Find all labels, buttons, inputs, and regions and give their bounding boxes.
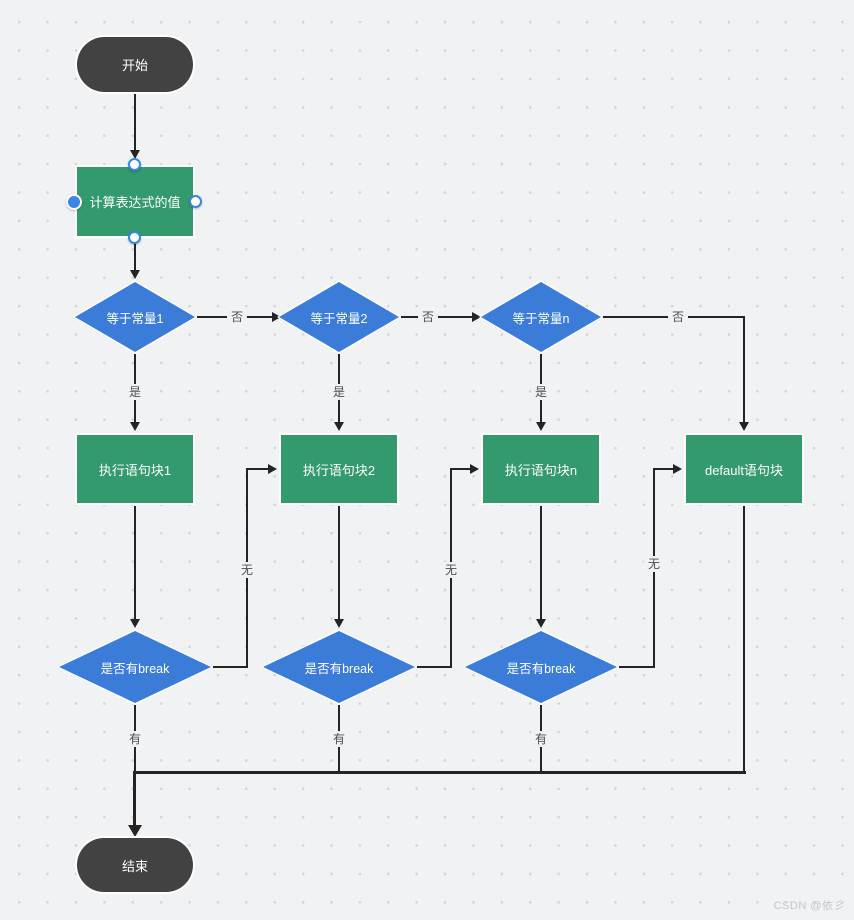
edge-case2-casen-arrowhead-icon	[472, 312, 481, 322]
diamond-fill: 等于常量2	[279, 282, 399, 352]
node-casen[interactable]: 等于常量n	[479, 280, 603, 354]
edge-end-arrowhead-icon	[128, 825, 142, 837]
edge-label-no-2[interactable]: 否	[417, 309, 439, 325]
edge-label-have-3[interactable]: 有	[530, 731, 552, 747]
node-expr[interactable]: 计算表达式的值	[75, 165, 195, 238]
selection-handle-bottom[interactable]	[128, 231, 141, 244]
node-break3-label: 是否有break	[506, 661, 576, 676]
edge-collector-line	[134, 771, 746, 774]
node-case2[interactable]: 等于常量2	[277, 280, 401, 354]
node-end[interactable]: 结束	[77, 838, 193, 892]
edge-blockn-break3-line	[540, 506, 542, 620]
selection-handle-left[interactable]	[66, 194, 82, 210]
edge-label-yes-3[interactable]: 是	[530, 384, 552, 400]
edge-default-end-line	[743, 506, 745, 773]
diamond-fill: 等于常量1	[75, 282, 195, 352]
edge-block2-break2-line	[338, 506, 340, 620]
edge-break2-blockn-line-h1	[417, 666, 451, 668]
node-block1[interactable]: 执行语句块1	[75, 433, 195, 505]
edge-collector-end-line	[133, 771, 136, 826]
edge-break1-block2-line-h1	[213, 666, 247, 668]
node-break1-label: 是否有break	[100, 661, 170, 676]
edge-block1-break1-line	[134, 506, 136, 620]
edge-label-none-1[interactable]: 无	[236, 562, 258, 578]
edge-label-yes-1[interactable]: 是	[124, 384, 146, 400]
node-block2[interactable]: 执行语句块2	[279, 433, 399, 505]
node-end-label: 结束	[121, 858, 148, 874]
edge-break3-default-arrowhead-icon	[673, 464, 682, 474]
diamond-fill: 是否有break	[465, 631, 617, 703]
node-case1[interactable]: 等于常量1	[73, 280, 197, 354]
edge-label-no-3[interactable]: 否	[667, 309, 689, 325]
edge-start-expr-arrowhead-icon	[130, 150, 140, 159]
selection-handle-right[interactable]	[189, 195, 202, 208]
edge-label-no-1[interactable]: 否	[226, 309, 248, 325]
node-start[interactable]: 开始	[77, 37, 193, 92]
node-break1[interactable]: 是否有break	[57, 629, 213, 705]
edge-break1-block2-arrowhead-icon	[268, 464, 277, 474]
watermark: CSDN @依彡	[773, 900, 845, 912]
edge-expr-case1-line	[134, 240, 136, 271]
node-casen-label: 等于常量n	[512, 311, 570, 326]
diamond-fill: 等于常量n	[481, 282, 601, 352]
edge-break3-default-line-h2	[655, 468, 673, 470]
node-block2-label: 执行语句块2	[302, 462, 376, 478]
edge-label-none-3[interactable]: 无	[643, 556, 665, 572]
node-blockn-label: 执行语句块n	[504, 462, 578, 478]
edge-case2-block2-arrowhead-icon	[334, 422, 344, 431]
edge-block1-break1-arrowhead-icon	[130, 619, 140, 628]
edge-label-have-1[interactable]: 有	[124, 731, 146, 747]
node-start-label: 开始	[121, 58, 148, 73]
edge-expr-case1-arrowhead-icon	[130, 270, 140, 279]
node-break2-label: 是否有break	[304, 661, 374, 676]
node-case1-label: 等于常量1	[106, 311, 164, 326]
edge-label-have-2[interactable]: 有	[328, 731, 350, 747]
diamond-fill: 是否有break	[59, 631, 211, 703]
edge-break3-default-line-h1	[619, 666, 654, 668]
node-block1-label: 执行语句块1	[98, 462, 172, 478]
edge-break1-block2-line-h2	[248, 468, 268, 470]
edge-start-expr-line	[134, 92, 136, 151]
node-case2-label: 等于常量2	[310, 311, 368, 326]
edge-case1-case2-arrowhead-icon	[272, 312, 281, 322]
edge-block2-break2-arrowhead-icon	[334, 619, 344, 628]
node-default-block-label: default语句块	[704, 462, 784, 478]
node-expr-label: 计算表达式的值	[89, 195, 181, 210]
edge-casen-default-arrowhead-icon	[739, 422, 749, 431]
edge-case1-block1-arrowhead-icon	[130, 422, 140, 431]
edge-break2-blockn-arrowhead-icon	[470, 464, 479, 474]
node-blockn[interactable]: 执行语句块n	[481, 433, 601, 505]
node-break2[interactable]: 是否有break	[261, 629, 417, 705]
edge-casen-default-line-v	[743, 317, 745, 423]
diamond-fill: 是否有break	[263, 631, 415, 703]
edge-break2-blockn-line-h2	[452, 468, 470, 470]
node-break3[interactable]: 是否有break	[463, 629, 619, 705]
node-default-block[interactable]: default语句块	[684, 433, 804, 505]
edge-blockn-break3-arrowhead-icon	[536, 619, 546, 628]
edge-casen-blockn-arrowhead-icon	[536, 422, 546, 431]
selection-handle-top[interactable]	[128, 158, 141, 171]
edge-label-yes-2[interactable]: 是	[328, 384, 350, 400]
edge-label-none-2[interactable]: 无	[440, 562, 462, 578]
